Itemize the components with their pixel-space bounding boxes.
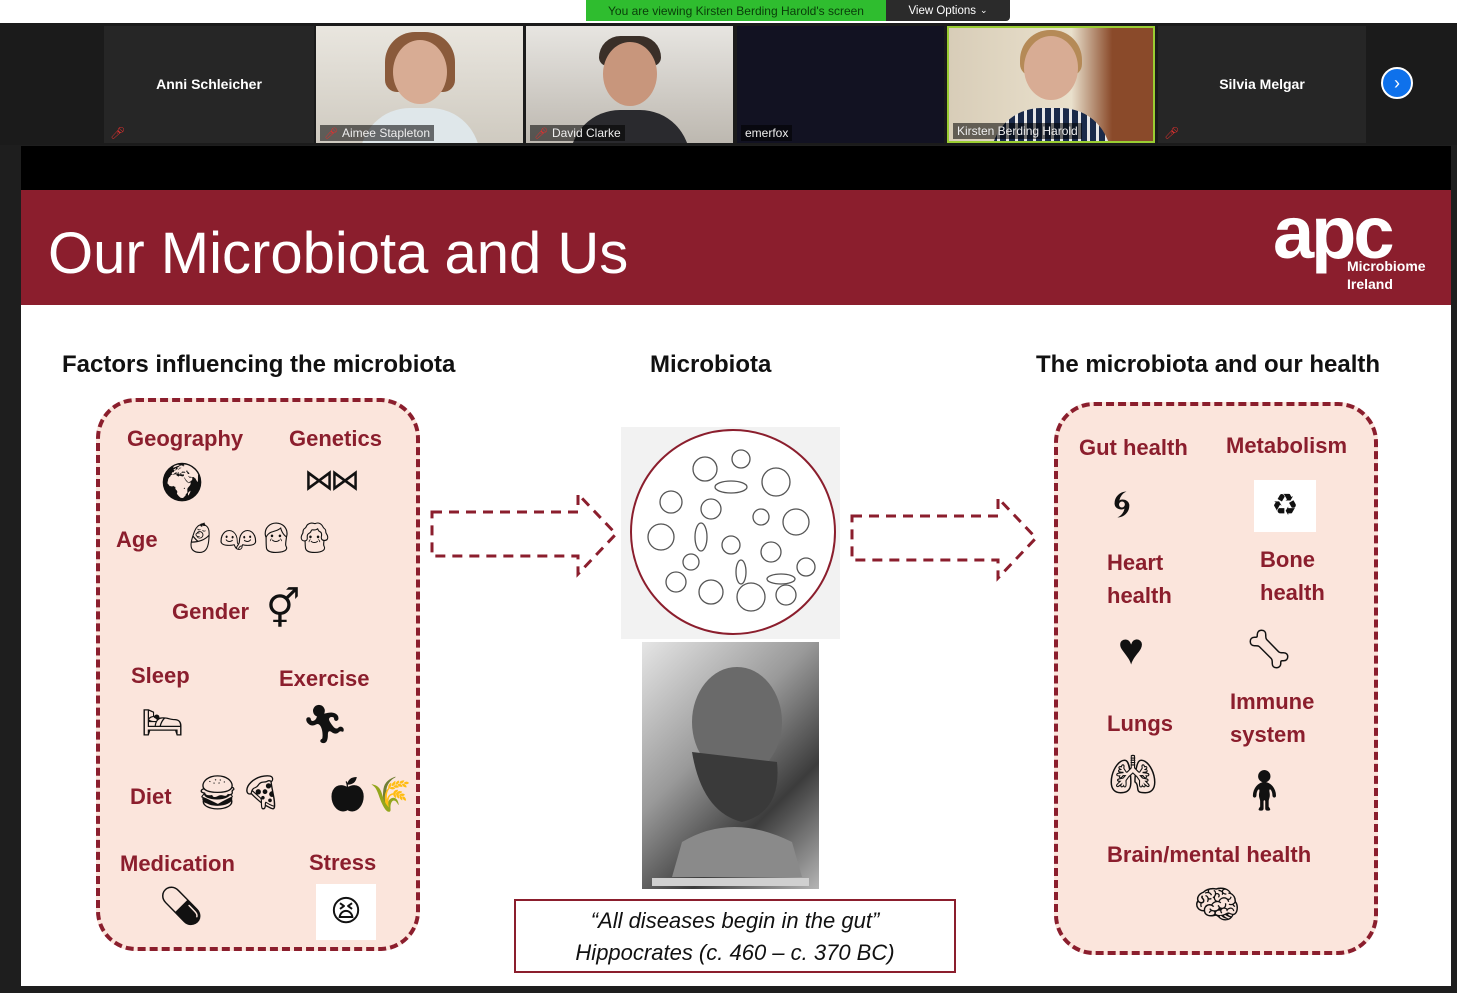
factor-exercise: Exercise xyxy=(279,666,370,691)
participant-tile[interactable]: 🎤︎David Clarke xyxy=(526,26,733,143)
factor-genetics: Genetics xyxy=(289,426,382,451)
participant-name: Aimee Stapleton xyxy=(341,126,431,140)
quote-attribution: Hippocrates (c. 460 – c. 370 BC) xyxy=(575,940,895,965)
screen-share-banner: You are viewing Kirsten Berding Harold's… xyxy=(586,0,886,21)
view-options-label: View Options xyxy=(908,4,976,17)
health-bone-line2: health xyxy=(1260,580,1325,605)
participant-label: emerfox xyxy=(741,125,793,141)
participant-name: emerfox xyxy=(745,126,789,140)
participant-label: Kirsten Berding Harold xyxy=(953,123,1082,139)
factor-stress: Stress xyxy=(309,850,377,875)
pill-icon: 💊︎ xyxy=(157,886,206,928)
mic-muted-icon: 🎤︎ xyxy=(534,127,548,140)
video-person-face xyxy=(602,42,657,106)
arrow-right-icon xyxy=(430,490,619,578)
mic-muted-icon: 🎤︎ xyxy=(110,126,126,140)
center-heading: Microbiota xyxy=(650,351,772,378)
health-bone-line1: Bone xyxy=(1260,547,1315,572)
factor-diet: Diet xyxy=(130,784,172,809)
participant-name: Silvia Melgar xyxy=(1219,76,1305,92)
mic-muted-icon: 🎤︎ xyxy=(1164,126,1180,140)
factors-box xyxy=(96,398,420,951)
heart-icon: ♥︎ xyxy=(1118,625,1145,674)
running-icon: 🏃︎ xyxy=(301,704,350,746)
participant-tile[interactable]: Anni Schleicher 🎤︎ xyxy=(104,26,314,143)
health-metabolism: Metabolism xyxy=(1226,433,1348,458)
globe-icon: 🌍︎ xyxy=(158,462,207,504)
slide-top-margin xyxy=(21,146,1451,190)
immune-person-icon: 🧍︎ xyxy=(1239,769,1290,813)
healthy-food-icon: 🍎︎🌾 xyxy=(326,776,412,814)
factor-sleep: Sleep xyxy=(131,663,190,688)
intestine-icon: 🌀︎ xyxy=(1113,484,1131,526)
bone-icon: 🦴︎ xyxy=(1245,629,1294,671)
participant-name: David Clarke xyxy=(551,126,621,140)
participant-label: 🎤︎David Clarke xyxy=(530,125,625,141)
slide-title-bar: Our Microbiota and Us apc Microbiome Ire… xyxy=(21,190,1451,305)
hippocrates-quote-box: “All diseases begin in the gut” Hippocra… xyxy=(514,899,956,973)
participant-label: 🎤︎Aimee Stapleton xyxy=(320,125,435,141)
hippocrates-portrait xyxy=(642,642,819,889)
arrow-right-icon xyxy=(850,494,1039,582)
health-heart-line1: Heart xyxy=(1107,550,1164,575)
right-heading: The microbiota and our health xyxy=(1036,351,1381,378)
mic-muted-icon: 🎤︎ xyxy=(324,127,338,140)
participant-name: Kirsten Berding Harold xyxy=(957,124,1078,138)
factor-medication: Medication xyxy=(120,851,235,876)
apc-logo: apc Microbiome Ireland xyxy=(1273,191,1441,296)
factor-gender: Gender xyxy=(172,599,250,624)
logo-mark: apc xyxy=(1273,191,1395,274)
next-page-button[interactable]: › xyxy=(1381,67,1413,99)
left-heading: Factors influencing the microbiota xyxy=(62,351,456,378)
brain-icon: 🧠︎ xyxy=(1193,884,1242,926)
dna-icon: ⋈⋈ xyxy=(304,464,360,497)
health-immune-line2: system xyxy=(1230,722,1306,747)
microbiota-illustration xyxy=(621,427,840,639)
shared-slide: Our Microbiota and Us apc Microbiome Ire… xyxy=(21,146,1451,986)
factor-age: Age xyxy=(116,527,158,552)
health-lungs: Lungs xyxy=(1107,711,1173,736)
bed-icon: 🛌︎ xyxy=(141,704,185,742)
lungs-icon: 🫁︎ xyxy=(1109,754,1158,796)
chevron-down-icon: ⌄ xyxy=(980,5,988,15)
participant-tile[interactable]: 🎤︎Aimee Stapleton xyxy=(316,26,523,143)
view-options-button[interactable]: View Options ⌄ xyxy=(886,0,1010,21)
health-gut: Gut health xyxy=(1079,435,1188,460)
video-person-face xyxy=(392,40,447,104)
fast-food-icon: 🍔︎🍕︎ xyxy=(196,774,283,812)
logo-line-2: Ireland xyxy=(1347,276,1393,292)
stress-icon: 😫︎ xyxy=(316,884,376,940)
chevron-right-icon: › xyxy=(1394,72,1400,93)
logo-line-1: Microbiome xyxy=(1347,258,1426,274)
health-brain: Brain/mental health xyxy=(1107,842,1312,867)
age-people-icon: 👶︎👫︎👴︎👵︎ xyxy=(181,522,334,555)
health-heart-line2: health xyxy=(1107,583,1172,608)
metabolism-icon: ♻︎ xyxy=(1254,480,1316,532)
health-immune-line1: Immune xyxy=(1230,689,1315,714)
factor-geography: Geography xyxy=(127,426,244,451)
gender-icon: ⚥ xyxy=(266,589,301,631)
participant-tile[interactable]: Silvia Melgar 🎤︎ xyxy=(1158,26,1366,143)
slide-title: Our Microbiota and Us xyxy=(48,221,629,286)
video-person-face xyxy=(1024,36,1078,100)
health-box xyxy=(1054,402,1378,955)
quote-text: “All diseases begin in the gut” xyxy=(590,908,880,933)
participant-tile[interactable]: emerfox xyxy=(737,26,944,143)
participant-name: Anni Schleicher xyxy=(156,76,262,92)
participant-tile-active-speaker[interactable]: Kirsten Berding Harold xyxy=(947,26,1155,143)
